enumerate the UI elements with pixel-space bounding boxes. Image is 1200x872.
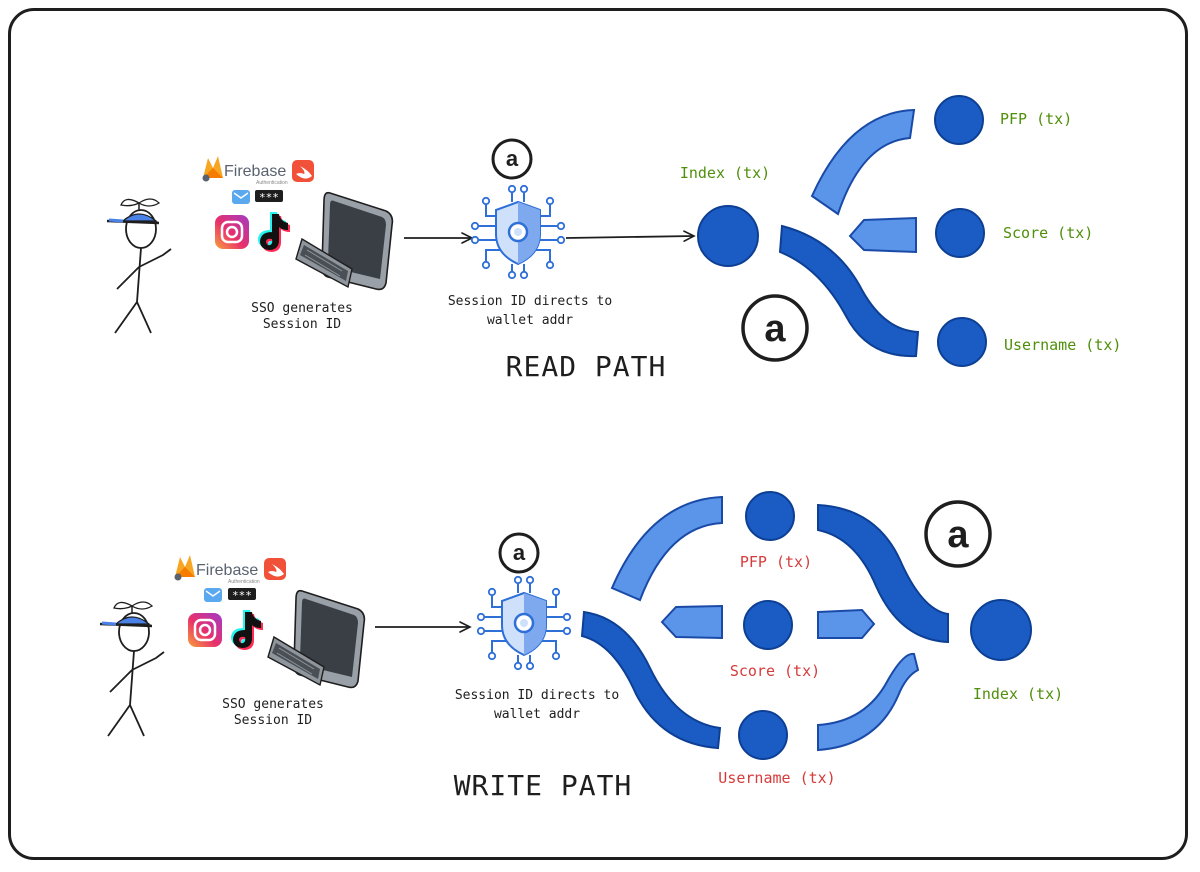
write-username-label: Username (tx) <box>718 769 835 787</box>
write-index-label: Index (tx) <box>973 685 1063 703</box>
read-path-title: READ PATH <box>506 350 667 383</box>
read-flow-to-score <box>848 216 917 254</box>
write-pfp-node <box>745 491 795 541</box>
swift-icon <box>264 558 286 580</box>
read-score-label: Score (tx) <box>1003 224 1093 242</box>
write-sso-note-line2: Session ID <box>234 713 312 728</box>
firebase-label: Firebase <box>196 562 258 579</box>
arweave-icon: a <box>498 532 540 574</box>
stick-figure-icon <box>98 600 166 738</box>
stick-figure-icon <box>105 197 173 335</box>
password-icon: *** <box>255 190 283 204</box>
write-path-title: WRITE PATH <box>454 769 633 802</box>
read-session-note-line2: wallet addr <box>487 313 573 328</box>
firebase-icon <box>174 555 195 581</box>
firebase-icon <box>202 156 223 182</box>
swift-icon <box>292 160 314 182</box>
write-flow-score-to-index <box>817 608 876 639</box>
write-score-label: Score (tx) <box>730 662 820 680</box>
mail-icon <box>204 588 222 602</box>
read-pfp-node <box>934 95 984 145</box>
firebase-sub-label: Authentication <box>256 180 288 186</box>
read-sso-note-line1: SSO generates <box>251 301 353 316</box>
shield-chip-icon <box>476 575 572 671</box>
password-dots: *** <box>259 191 279 204</box>
password-icon: *** <box>228 588 256 602</box>
tiktok-icon <box>231 610 263 650</box>
arweave-icon: a <box>924 500 992 568</box>
write-sso-note-line1: SSO generates <box>222 697 324 712</box>
write-flow-username-to-index <box>817 652 920 752</box>
read-username-label: Username (tx) <box>1004 336 1121 354</box>
write-flow-to-pfp <box>610 495 723 602</box>
arweave-glyph: a <box>513 540 526 565</box>
read-index-label: Index (tx) <box>680 164 770 182</box>
arweave-icon: a <box>491 138 533 180</box>
write-score-node <box>743 600 793 650</box>
write-flow-to-score <box>660 604 723 640</box>
read-pfp-label: PFP (tx) <box>1000 110 1072 128</box>
write-index-node <box>970 599 1032 661</box>
mail-icon <box>232 190 250 204</box>
computer-icon <box>295 191 394 291</box>
firebase-sub-label: Authentication <box>228 579 260 585</box>
shield-chip-icon <box>470 184 566 280</box>
read-score-node <box>935 208 985 258</box>
instagram-icon <box>188 613 222 647</box>
firebase-label: Firebase <box>224 163 286 180</box>
computer-icon <box>267 589 366 689</box>
read-sso-note-line2: Session ID <box>263 317 341 332</box>
read-path-section: Firebase Authentication *** SSO generate… <box>105 95 1121 383</box>
write-session-note-line2: wallet addr <box>494 707 580 722</box>
write-flow-to-username <box>580 610 722 750</box>
read-flow-to-username <box>778 224 920 358</box>
arrow-icon <box>565 230 696 242</box>
diagram-frame <box>8 8 1188 860</box>
write-pfp-label: PFP (tx) <box>740 553 812 571</box>
read-session-note-line1: Session ID directs to <box>448 294 612 309</box>
arweave-glyph: a <box>764 308 786 350</box>
password-dots: *** <box>232 589 252 602</box>
write-session-note-line1: Session ID directs to <box>455 688 619 703</box>
write-username-node <box>738 710 788 760</box>
read-username-node <box>937 317 987 367</box>
read-index-node <box>697 205 759 267</box>
arweave-glyph: a <box>947 514 969 556</box>
write-flow-pfp-to-index <box>817 503 949 644</box>
instagram-icon <box>215 215 249 249</box>
tiktok-icon <box>258 212 290 252</box>
write-path-section: Firebase Authentication *** SSO generate… <box>98 491 1063 802</box>
arweave-icon: a <box>741 294 809 362</box>
arweave-glyph: a <box>506 146 519 171</box>
read-flow-to-pfp <box>810 108 916 216</box>
